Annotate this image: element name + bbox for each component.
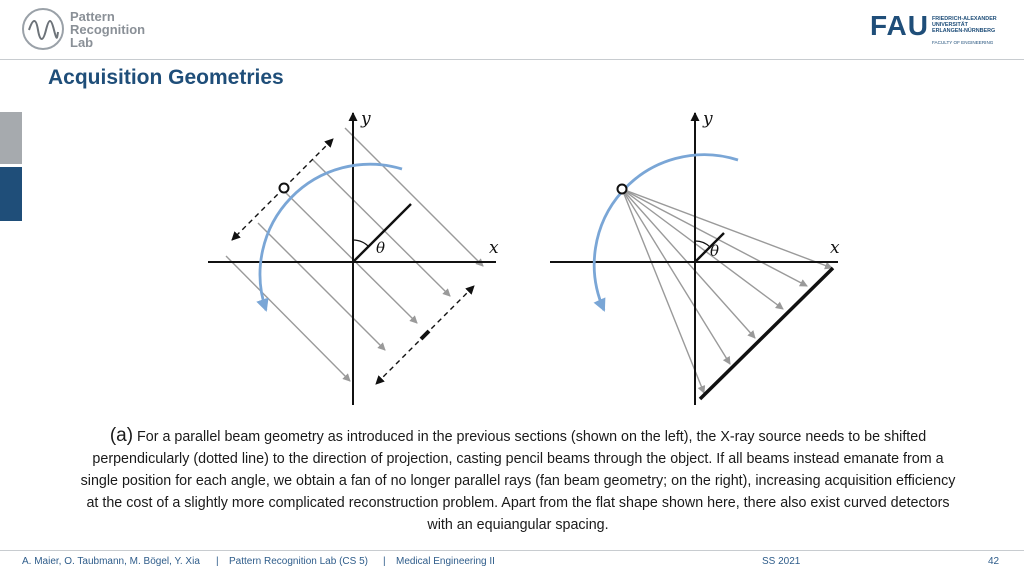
fan-ray: [621, 188, 808, 287]
header-divider: [0, 59, 1024, 60]
footer-separator: |: [383, 556, 386, 567]
lab-logo-icon: [22, 8, 64, 50]
side-tab-blue: [0, 167, 22, 221]
footer-course: Medical Engineering II: [396, 556, 495, 567]
slide-header: Pattern Recognition Lab FAU FRIEDRICH-AL…: [0, 0, 1024, 60]
detector-shift-dotted-line: [375, 334, 426, 385]
footer-authors: A. Maier, O. Taubmann, M. Bögel, Y. Xia: [22, 556, 200, 567]
fan-beam-geometry: x y θ: [550, 109, 840, 405]
fan-ray: [621, 188, 784, 310]
xray-source: [278, 182, 290, 194]
parallel-ray: [344, 127, 484, 267]
waveform-icon: [28, 20, 59, 40]
detector-shift-dotted-line: [424, 285, 475, 336]
projection-direction: [352, 203, 412, 263]
parallel-beam-geometry: x y θ: [208, 109, 499, 405]
fau-faculty: FACULTY OF ENGINEERING: [932, 40, 994, 45]
caption-text: For a parallel beam geometry as introduc…: [80, 429, 956, 533]
fan-ray: [621, 188, 833, 270]
theta-label: θ: [710, 242, 719, 260]
detector-element: [419, 329, 431, 341]
acquisition-geometry-diagram: x y θ x y θ: [208, 109, 840, 405]
x-axis-label: x: [489, 238, 499, 258]
xray-source: [616, 183, 628, 195]
rotation-arrow: [592, 153, 739, 312]
source-shift-dotted-line: [283, 138, 334, 189]
parallel-ray: [282, 189, 418, 324]
y-axis-label: y: [360, 109, 371, 129]
rotation-arrow: [256, 162, 403, 312]
footer-separator: |: [216, 556, 219, 567]
slide-footer: A. Maier, O. Taubmann, M. Bögel, Y. Xia …: [0, 554, 1024, 572]
footer-term: SS 2021: [762, 556, 801, 567]
fan-ray: [621, 188, 706, 394]
parallel-rays: [225, 127, 484, 382]
theta-label: θ: [376, 239, 385, 257]
fau-wordmark: FAU: [870, 10, 929, 41]
parallel-ray: [257, 222, 386, 351]
footer-divider: [0, 550, 1024, 551]
x-axis-label: x: [830, 238, 840, 258]
pattern-recognition-lab-logo: Pattern Recognition Lab: [22, 8, 152, 54]
y-axis-label: y: [702, 109, 713, 129]
lab-logo-text: Pattern Recognition Lab: [70, 9, 146, 50]
theta-arc: [352, 239, 370, 248]
page-number: 42: [988, 556, 1000, 567]
figure-caption: (a) For a parallel beam geometry as intr…: [80, 425, 956, 536]
fan-rays: [621, 188, 833, 394]
slide-title: Acquisition Geometries: [48, 66, 284, 89]
fan-ray: [621, 188, 756, 339]
footer-lab: Pattern Recognition Lab (CS 5): [229, 556, 368, 567]
source-shift-dotted-line: [231, 187, 285, 241]
caption-label: (a): [109, 425, 134, 446]
parallel-ray: [312, 159, 451, 297]
fau-logo: FAU FRIEDRICH-ALEXANDER UNIVERSITÄT ERLA…: [870, 10, 1010, 46]
fau-university-name: FRIEDRICH-ALEXANDER UNIVERSITÄT ERLANGEN…: [932, 16, 997, 34]
parallel-ray: [225, 255, 351, 382]
side-tab-gray: [0, 112, 22, 164]
flat-detector: [698, 266, 835, 401]
theta-arc: [694, 240, 711, 248]
fan-ray: [621, 188, 731, 365]
central-ray-direction: [694, 232, 725, 263]
